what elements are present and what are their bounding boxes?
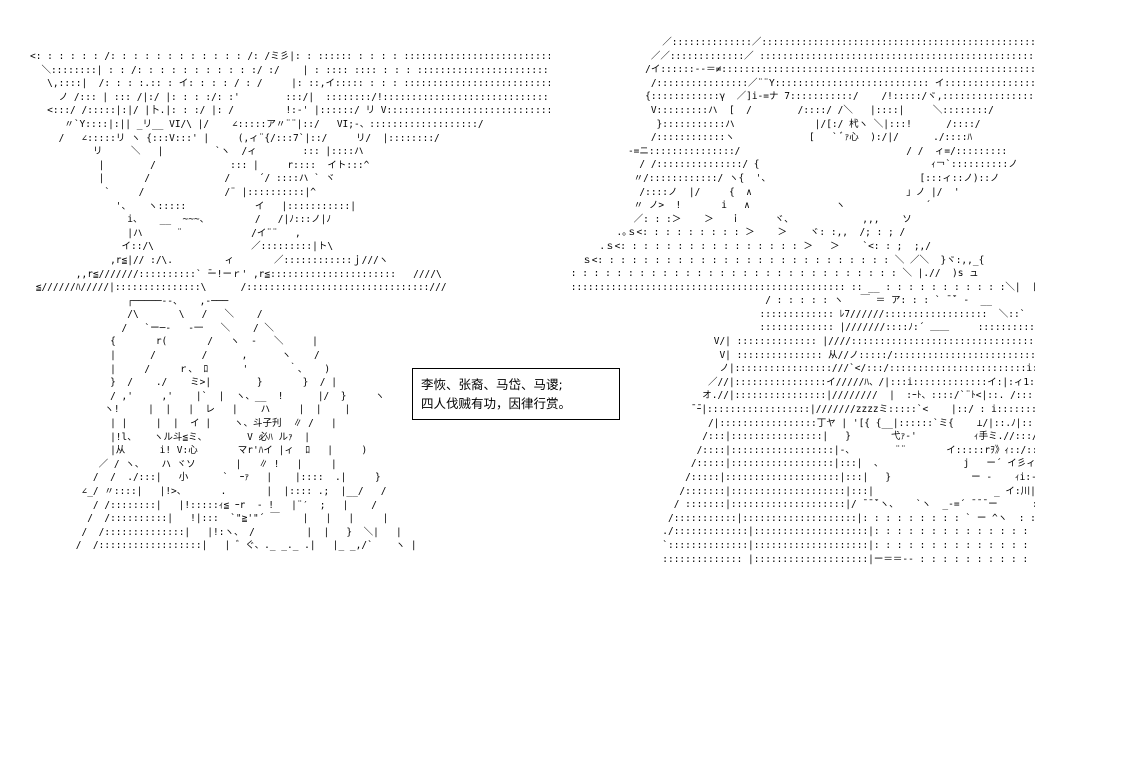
dialogue-line-2: 四人伐贼有功，因律行赏。 (421, 396, 572, 411)
ascii-art-right-figures: ／::::::::::::::／::::::::::::::::::::::::… (570, 37, 1035, 565)
dialogue-box: 李恢、张裔、马岱、马谡; 四人伐贼有功，因律行赏。 (412, 368, 620, 420)
ascii-art-left-figures: <: : : : : : /: : : : : : : : : : : : /:… (30, 51, 550, 552)
dialogue-line-1: 李恢、张裔、马岱、马谡; (421, 377, 563, 392)
